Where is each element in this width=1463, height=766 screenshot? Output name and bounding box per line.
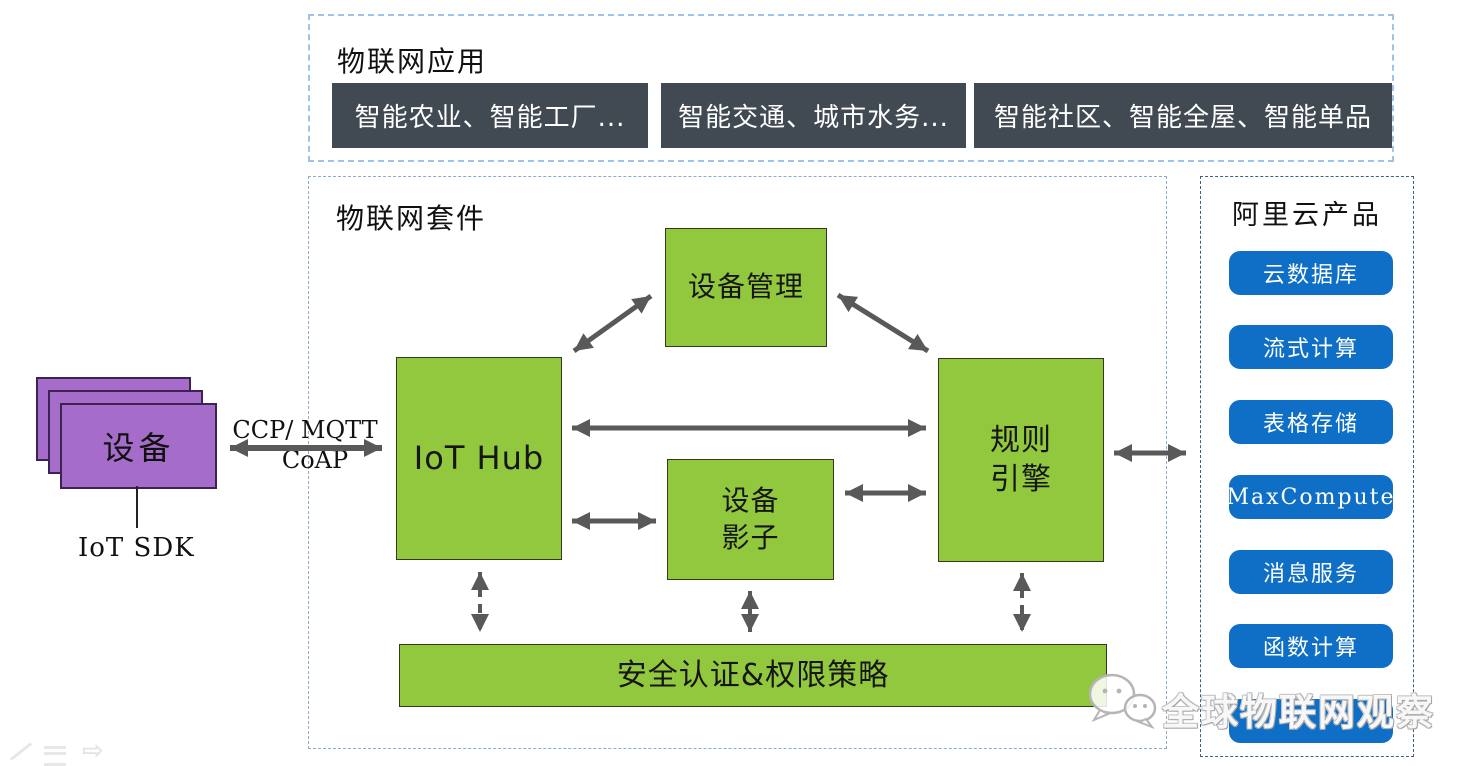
product-stream-computing: 流式计算 [1229,325,1393,369]
app-box-traffic-water: 智能交通、城市水务... [661,83,966,148]
product-unlabeled [1229,699,1393,743]
iot-applications-title: 物联网应用 [337,45,488,78]
pen-icon [9,742,33,761]
node-iot-hub-label: IoT Hub [413,438,545,477]
arrow-icon: ⇨ [82,736,104,766]
menu-icon [44,746,66,766]
node-rules-engine-line2: 引擎 [990,462,1052,497]
watermark: 全球物联网观察 [1086,662,1446,734]
app-box-agriculture-factory: 智能农业、智能工厂... [332,83,648,148]
wechat-bubbles-icon [1088,673,1157,730]
node-iot-hub: IoT Hub [396,357,562,560]
product-cloud-database: 云数据库 [1229,251,1393,295]
aliyun-products-title: 阿里云产品 [1232,200,1382,231]
node-device-shadow-line1: 设备 [721,484,780,518]
node-security-auth-bar: 安全认证&权限策略 [399,644,1107,707]
watermark-text: 全球物联网观察 [1162,691,1435,734]
iot-suite-title: 物联网套件 [336,202,487,235]
protocol-label-coap: CoAP [281,446,349,474]
node-rules-engine-line1: 规则 [990,423,1052,458]
node-rules-engine: 规则 引擎 [938,358,1104,562]
device-label: 设备 [102,429,175,467]
product-message-service: 消息服务 [1229,550,1393,594]
node-security-auth-label: 安全认证&权限策略 [616,658,890,693]
app-box-community-home: 智能社区、智能全屋、智能单品 [974,83,1392,148]
product-maxcompute: MaxCompute [1226,475,1394,519]
node-device-management: 设备管理 [665,228,827,347]
iot-sdk-label: IoT SDK [78,533,195,563]
node-device-shadow-line2: 影子 [721,520,780,554]
protocol-label-ccp-mqtt: CCP/ MQTT [232,416,378,444]
product-function-compute: 函数计算 [1229,624,1393,668]
node-device-management-label: 设备管理 [687,270,804,304]
iot-suite-group: 物联网套件 [308,176,1167,749]
aliyun-products-group: 阿里云产品 云数据库 流式计算 表格存储 MaxCompute 消息服务 函数计… [1200,176,1414,757]
node-device-shadow: 设备 影子 [667,459,834,580]
iot-applications-group: 物联网应用 智能农业、智能工厂... 智能交通、城市水务... 智能社区、智能全… [308,14,1394,162]
device-stack-front: 设备 [60,403,217,489]
product-table-store: 表格存储 [1229,400,1393,444]
presenter-tools: ⇨ [4,736,124,766]
